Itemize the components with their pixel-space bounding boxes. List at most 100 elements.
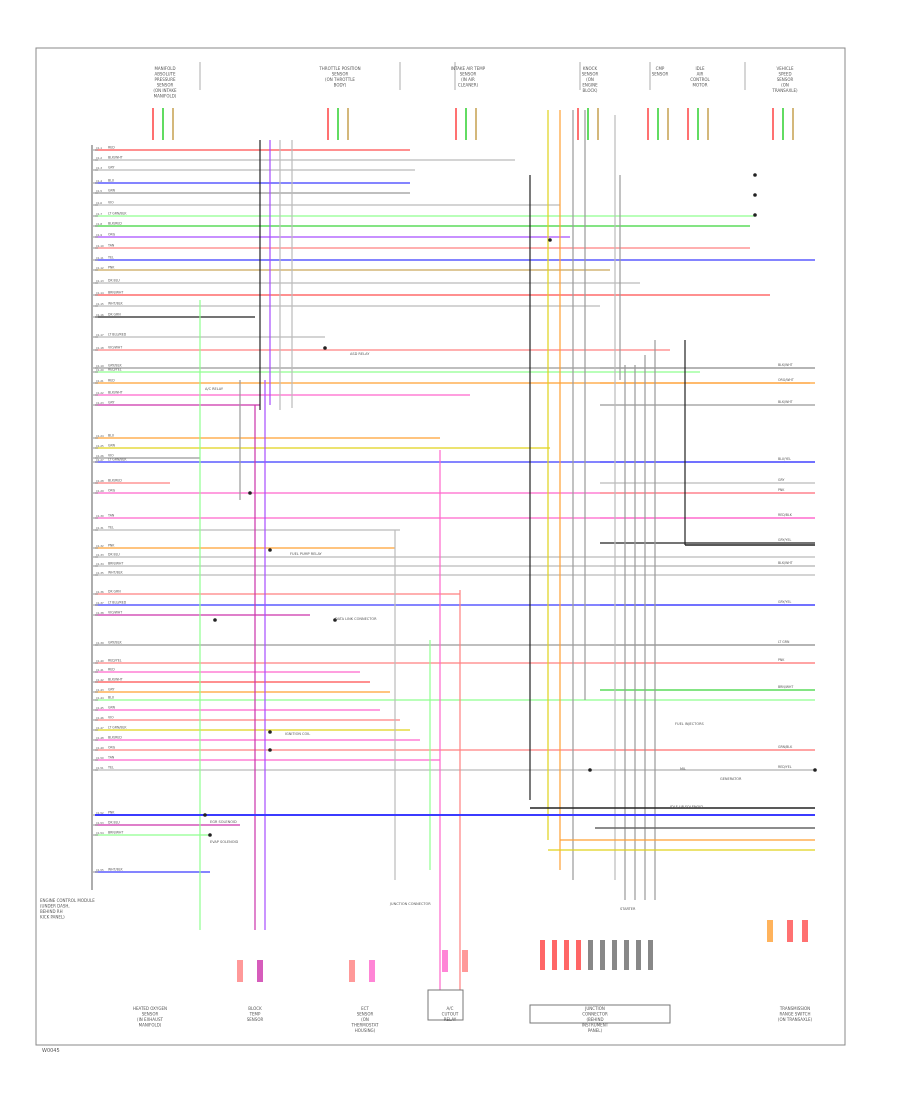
ecm-pin-number: C1-18	[96, 346, 104, 350]
ecm-pin-number: C1-1	[96, 146, 102, 150]
splice-dot	[248, 491, 252, 495]
ecm-pin-number: C1-46	[96, 716, 104, 720]
top-component-label: (ON INTAKE	[153, 88, 177, 93]
bottom-component-label: ECT	[361, 1006, 369, 1011]
top-component-label: CMP	[656, 66, 665, 71]
ecm-pin-number: C1-39	[96, 641, 104, 645]
bottom-component-label: CONNECTOR	[582, 1012, 608, 1017]
splice-dot	[203, 813, 207, 817]
wire-color-label: GRY/BLK	[108, 364, 122, 368]
component-callout: GENERATOR	[720, 777, 742, 781]
top-component-label: BODY)	[334, 83, 347, 88]
wire-color-label: PNK	[108, 266, 115, 270]
wire-color-label: DK BLU	[108, 553, 120, 557]
ecm-pin-number: C1-52	[96, 811, 104, 815]
ecm-pin-number: C1-35	[96, 571, 104, 575]
wires-layer	[93, 149, 815, 873]
component-callout: FUEL INJECTORS	[675, 722, 705, 726]
right-wire-label: BLK/WHT	[778, 400, 793, 404]
splice-dot	[268, 548, 272, 552]
wire-color-label: YEL	[108, 766, 114, 770]
wire-color-label: DK BLU	[108, 279, 120, 283]
ecm-label: KICK PANEL)	[40, 915, 65, 920]
right-wire-label: RED/BLK	[778, 513, 793, 517]
bottom-component-label: RELAY	[444, 1017, 457, 1022]
ecm-label: BEHIND RH	[40, 909, 63, 914]
connector-pin	[369, 960, 375, 982]
ecm-pin-number: C1-24	[96, 434, 104, 438]
wire-color-label: LT GRN/BLK	[108, 458, 127, 462]
wire-color-label: YEL	[108, 256, 114, 260]
junction-pin	[564, 940, 569, 970]
connector-pin	[767, 920, 773, 942]
component-callout: MIL	[680, 767, 686, 771]
right-wire-label: LT GRN	[778, 640, 790, 644]
connector-pin	[462, 950, 468, 972]
component-callout: DATA LINK CONNECTOR	[335, 617, 377, 621]
top-component-label: TRANSAXLE)	[771, 88, 798, 93]
top-component-label: SENSOR	[157, 83, 174, 88]
ecm-pin-number: C1-10	[96, 244, 104, 248]
top-component-label: (ON	[781, 83, 789, 88]
ecm-pin-number: C1-42	[96, 678, 104, 682]
top-component-label: VEHICLE	[777, 66, 794, 71]
top-component-label: INTAKE AIR TEMP	[451, 66, 486, 71]
ecm-pin-number: C1-6	[96, 201, 102, 205]
ecm-pin-number: C1-43	[96, 688, 104, 692]
junction-pin	[636, 940, 641, 970]
right-wire-label: BLU/YEL	[778, 457, 791, 461]
wire-color-label: VIO	[108, 454, 114, 458]
top-component-label: SENSOR	[652, 72, 669, 77]
ecm-pin-number: C1-41	[96, 668, 104, 672]
bottom-component-label: (ON TRANSAXLE)	[778, 1017, 813, 1022]
wire-color-label: YEL	[108, 526, 114, 530]
top-component-label: (IN AIR	[461, 77, 475, 82]
wire-color-label: GRY	[108, 166, 114, 170]
component-callout: STARTER	[620, 907, 636, 911]
bottom-component-label: INSTRUMENT	[582, 1023, 609, 1028]
wire-color-label: GRY/BLK	[108, 641, 122, 645]
bottom-component-label: SENSOR	[357, 1012, 374, 1017]
wire-color-label: WHT/BLK	[108, 868, 124, 872]
junction-pin	[552, 940, 557, 970]
ecm-pin-number: C1-11	[96, 256, 104, 260]
wire-color-label: LT BLU/RED	[108, 333, 127, 337]
bottom-component-label: PANEL)	[588, 1028, 603, 1033]
bottom-component-label: RANGE SWITCH	[780, 1012, 811, 1017]
wire-color-label: DK BLU	[108, 821, 120, 825]
bottom-component-label: TEMP	[249, 1012, 261, 1017]
wire-color-label: BLK/WHT	[108, 156, 123, 160]
ecm-pin-number: C1-49	[96, 746, 104, 750]
right-wire-label: PNK	[778, 488, 785, 492]
ecm-pin-number: C1-55	[96, 868, 104, 872]
component-callout: JUNCTION CONNECTOR	[389, 902, 431, 906]
ecm-pin-number: C1-40	[96, 659, 104, 663]
connector-pin	[442, 950, 448, 972]
wire-color-label: BLK/RED	[108, 222, 122, 226]
diagram-code: W0045	[42, 1048, 60, 1054]
splice-dot	[208, 833, 212, 837]
ecm-pin-number: C1-51	[96, 766, 104, 770]
splice-dot	[268, 730, 272, 734]
top-component-label: PRESSURE	[154, 77, 176, 82]
ecm-pin-number: C1-15	[96, 302, 104, 306]
splice-dot	[323, 346, 327, 350]
ecm-pin-number: C1-44	[96, 696, 104, 700]
top-component-label: ABSOLUTE	[154, 72, 175, 77]
relay-box	[427, 989, 464, 1021]
bottom-component-label: JUNCTION	[584, 1006, 605, 1011]
wire-color-label: TAN	[107, 514, 115, 518]
top-component-label: CONTROL	[690, 77, 710, 82]
top-component-label: SPEED	[778, 72, 791, 77]
wire-color-label: ORG	[108, 233, 116, 237]
top-component-label: SENSOR	[460, 72, 477, 77]
wire-color-label: RED/YEL	[108, 368, 122, 372]
component-callout: IGNITION COIL	[285, 732, 310, 736]
bottom-component-label: SENSOR	[247, 1017, 264, 1022]
ecm-pin-number: C1-5	[96, 189, 102, 193]
ecm-pin-number: C1-23	[96, 401, 104, 405]
wire-color-label: VIO	[108, 201, 114, 205]
wire-color-label: RED	[108, 668, 115, 672]
ecm-pin-number: C1-33	[96, 553, 104, 557]
component-callout: EGR SOLENOID	[210, 820, 237, 824]
